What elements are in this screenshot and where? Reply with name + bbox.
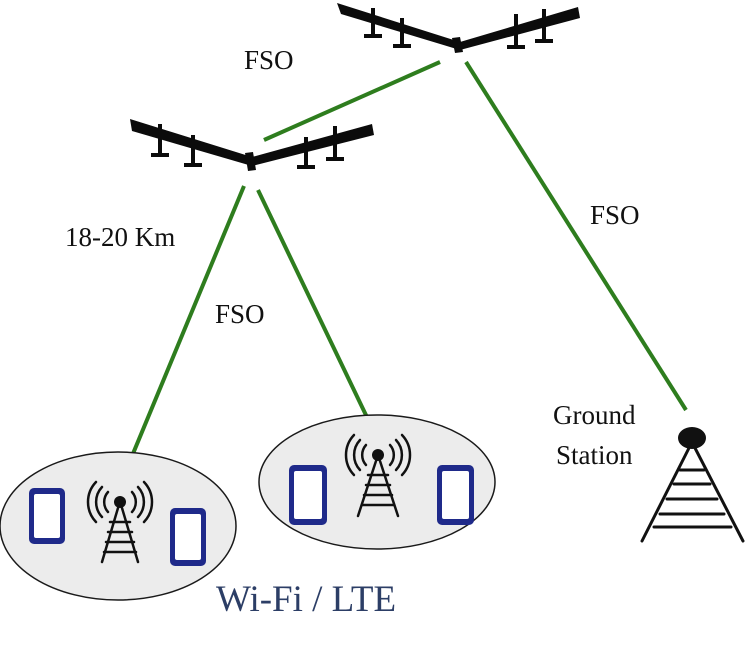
ground-station-label-line1: Ground — [553, 400, 636, 430]
fso-label-middle: FSO — [215, 299, 265, 329]
smartphone-icon — [29, 488, 65, 544]
smartphone-icon — [437, 465, 474, 525]
fso-link-aircraft-to-cell-2 — [256, 189, 378, 437]
hale-aircraft-icon — [130, 119, 374, 171]
cell-tower-icon — [344, 433, 412, 518]
distance-label: 18-20 Km — [65, 222, 175, 252]
fso-link-aircraft-to-aircraft — [263, 60, 441, 142]
fso-links — [118, 60, 688, 486]
fso-label-top: FSO — [244, 45, 294, 75]
hale-aircraft-icon — [337, 3, 580, 53]
fso-link-aircraft-to-ground-station — [464, 60, 688, 412]
smartphone-icon — [170, 508, 206, 566]
aircraft-upper — [337, 3, 580, 53]
ground-station-antenna-icon — [640, 427, 745, 543]
fso-link-aircraft-to-cell-1 — [118, 185, 246, 486]
fso-label-right: FSO — [590, 200, 640, 230]
cell-area-1 — [0, 451, 237, 601]
cell-area-2 — [258, 414, 496, 550]
aircraft-lower — [130, 119, 374, 171]
access-network-label: Wi-Fi / LTE — [216, 579, 396, 620]
cell-tower-icon — [86, 480, 154, 564]
ground-station-label-line2: Station — [556, 440, 633, 470]
smartphone-icon — [289, 465, 327, 525]
